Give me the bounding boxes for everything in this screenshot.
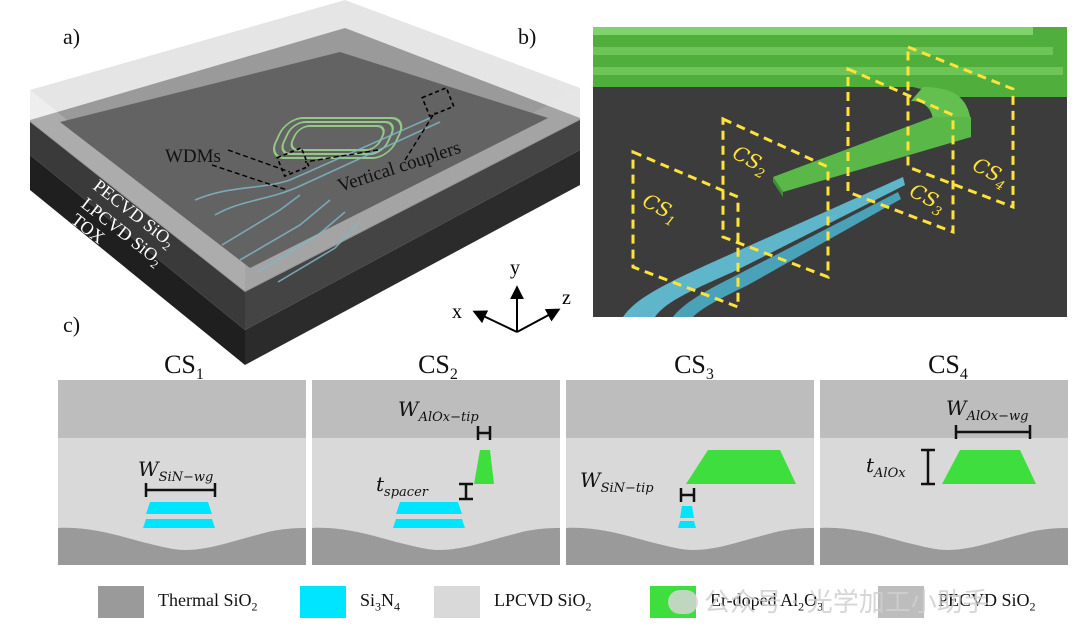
cs2-t-spacer-label: tspacer <box>376 472 429 500</box>
cs4-frame <box>906 44 1015 210</box>
cs2-panel <box>312 380 560 565</box>
cs2-sin-bottom <box>393 519 465 528</box>
wdms-label: WDMs <box>165 146 221 167</box>
legend-swatch-thermal <box>98 586 144 618</box>
cs2-spacer-marker <box>459 482 473 501</box>
cs2-sin-top <box>396 502 462 514</box>
alox-taper <box>773 117 971 192</box>
cs2-frame <box>721 116 830 280</box>
cs4-alox-wg <box>942 450 1036 484</box>
cs3-tip-width-marker <box>679 488 696 502</box>
cs3-sin-tip-top <box>680 506 694 518</box>
substrate-left-face <box>30 155 245 365</box>
legend-label-alox: Er-doped Al2O3 <box>710 589 824 614</box>
cs2-alox-tip <box>474 450 494 484</box>
legend-label-thermal: Thermal SiO2 <box>158 589 258 614</box>
legend-swatch-lpcvd <box>434 586 480 618</box>
tox-right-face <box>245 118 580 330</box>
x-axis-arrow <box>472 310 518 333</box>
z-axis-arrow <box>516 308 561 333</box>
panel-label-c: c) <box>63 312 81 337</box>
cs2-tip-width-marker <box>476 426 492 440</box>
legend-label-pecvd: PECVD SiO2 <box>938 589 1036 614</box>
cs1-w-sin-wg-label: WSiN−wg <box>138 457 213 485</box>
alox-taper-side <box>773 177 783 197</box>
watermark: 公众号 · 光学加工小助手 <box>668 582 989 619</box>
legend-pecvd-sio2: PECVD SiO2 <box>878 586 1036 618</box>
substrate-right-face <box>245 150 580 365</box>
coupler-leader-2 <box>404 111 436 161</box>
cs4-width-marker <box>954 425 1032 439</box>
pecvd-left-face <box>30 90 245 292</box>
cs1-sin-top <box>146 502 212 514</box>
cs4-thickness-marker <box>921 448 935 486</box>
cross-section-panels: WSiN−wg WAlOx−tip tspacer WSiN−tip WAlOx… <box>58 380 1068 565</box>
cs3-frame <box>846 66 955 235</box>
legend-thermal-sio2: Thermal SiO2 <box>98 586 257 618</box>
coupler-3d-render: CS1 CS2 CS3 CS4 <box>593 27 1067 317</box>
y-axis-label: y <box>510 257 520 279</box>
legend-label-lpcvd: LPCVD SiO2 <box>494 589 592 614</box>
cs1-width-marker <box>144 483 217 497</box>
cs4-t-alox-label: tAlOx <box>866 453 906 481</box>
cs1-frame <box>631 149 740 310</box>
panel-label-a: a) <box>63 24 81 49</box>
sin-waveguide-pair <box>623 177 905 317</box>
cross-section-frames <box>631 44 1015 310</box>
wdm-leader-1 <box>227 149 291 173</box>
cs1-title: CS1 <box>164 350 204 384</box>
legend-si3n4: Si3N4 <box>300 586 400 618</box>
legend-swatch-sin <box>300 586 346 618</box>
axis-triad: y x z <box>452 257 571 333</box>
panel-label-b: b) <box>518 24 537 49</box>
wdm-leader-2 <box>211 164 288 191</box>
wechat-icon <box>668 589 698 614</box>
cs3-title: CS3 <box>674 350 714 384</box>
cs4-panel <box>820 380 1068 565</box>
chip-3d-illustration: WDMs Vertical couplers PECVD SiO2 LPCVD … <box>30 0 580 365</box>
legend-lpcvd-sio2: LPCVD SiO2 <box>434 586 592 618</box>
tox-left-face <box>30 120 245 330</box>
chip-inner-surface <box>60 52 548 268</box>
legend-swatch-pecvd <box>878 586 924 618</box>
sin-waveguides <box>194 117 441 283</box>
cs3-w-sin-tip-label: WSiN−tip <box>580 468 654 496</box>
coupler-highlight-box <box>421 86 455 118</box>
cs3-alox-wg <box>686 450 796 484</box>
cs2-w-alox-tip-label: WAlOx−tip <box>398 397 479 425</box>
legend-label-sin: Si3N4 <box>360 589 401 614</box>
z-axis-label: z <box>562 287 571 309</box>
cs4-title: CS4 <box>928 350 968 384</box>
cs1-sin-bottom <box>143 519 215 528</box>
coupler-leader-1 <box>304 149 379 163</box>
cs4-w-alox-wg-label: WAlOx−wg <box>946 396 1028 424</box>
cs3-sin-tip-bottom <box>678 521 696 528</box>
wdm-highlight-box <box>276 146 310 178</box>
x-axis-label: x <box>452 301 462 323</box>
cs2-title: CS2 <box>418 350 458 384</box>
